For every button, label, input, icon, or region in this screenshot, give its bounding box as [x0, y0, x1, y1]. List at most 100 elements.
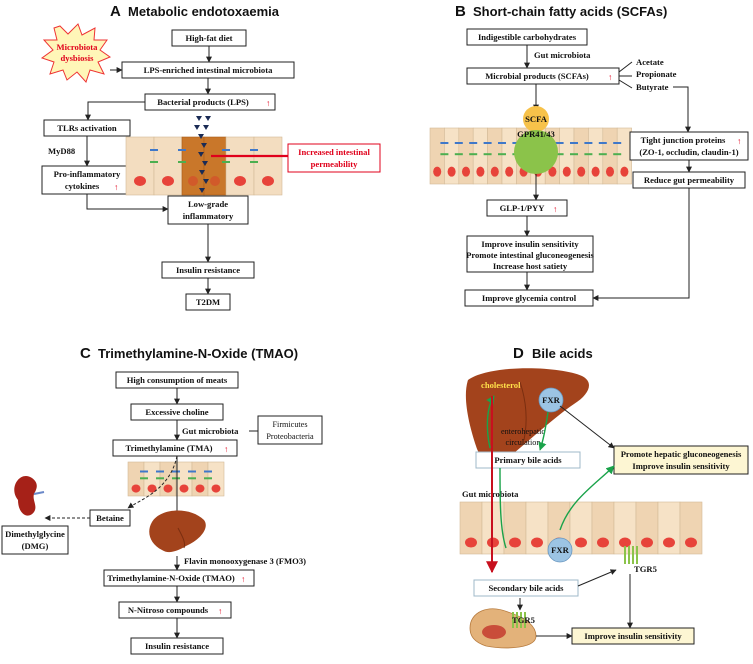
- indigestible-label: Indigestible carbohydrates: [478, 32, 577, 42]
- intestinal-epithelium-d: [459, 501, 703, 555]
- firmicutes-line1: Firmicutes: [272, 420, 307, 429]
- microbiota-dysbiosis-burst: Microbiota dysbiosis: [40, 23, 112, 83]
- t2dm-label: T2DM: [196, 297, 220, 307]
- tlrs-label: TLRs activation: [57, 123, 117, 133]
- low-grade-box: [167, 195, 249, 225]
- fxr-liver-circle: [538, 387, 564, 413]
- choline-label: Excessive choline: [145, 407, 208, 417]
- fxr-liver-label: FXR: [542, 395, 560, 405]
- promote-line1: Promote hepatic gluconeogenesis: [621, 449, 742, 459]
- nitroso-box: [118, 601, 232, 619]
- panel-c: C Trimethylamine-N-Oxide (TMAO) High con…: [1, 345, 323, 655]
- panel-d-title: Bile acids: [532, 346, 593, 361]
- gut-microbiota-c-label: Gut microbiota: [182, 426, 239, 436]
- improve-b-line2: Promote intestinal gluconeogenesis: [466, 250, 594, 260]
- enterohepatic-line2: circulation: [505, 438, 540, 447]
- panel-d: D Bile acids cholesterol FXR enterohepat…: [459, 345, 749, 649]
- promote-line2: Improve insulin sensitivity: [632, 461, 730, 471]
- tight-junction-box: [629, 131, 749, 161]
- panel-d-letter: D: [513, 345, 524, 362]
- myd88-label: MyD88: [48, 146, 76, 156]
- bacterial-products-label: Bacterial products (LPS): [157, 97, 249, 107]
- increased-permeability-line1: Increased intestinal: [298, 147, 370, 157]
- improve-d-box: [571, 627, 695, 645]
- up-arrow-icon: ↑: [266, 98, 270, 108]
- gpr-label: GPR41/43: [517, 129, 555, 139]
- cholesterol-label: cholesterol: [481, 380, 521, 390]
- glp-label: GLP-1/PYY: [500, 203, 546, 213]
- panel-b: B Short-chain fatty acids (SCFAs) Indige…: [429, 3, 749, 307]
- kidney-icon: [14, 476, 45, 516]
- glycemia-label: Improve glycemia control: [482, 293, 577, 303]
- up-arrow-icon: ↑: [114, 182, 118, 192]
- up-arrow-icon: ↑: [737, 136, 741, 146]
- dysbiosis-line2: dysbiosis: [61, 53, 95, 63]
- tmao-label: Trimethylamine-N-Oxide (TMAO): [107, 573, 235, 583]
- low-grade-line2: inflammatory: [183, 211, 234, 221]
- tma-box: [112, 439, 238, 457]
- low-grade-line1: Low-grade: [188, 199, 228, 209]
- gut-microbiota-d-label: Gut microbiota: [462, 489, 519, 499]
- scfa-label: SCFA: [525, 114, 548, 124]
- panel-c-letter: C: [80, 345, 91, 362]
- pro-inflammatory-line2: cytokines: [65, 181, 100, 191]
- enterohepatic-line1: enterohepatic: [501, 427, 545, 436]
- up-arrow-icon: ↑: [224, 444, 228, 454]
- up-arrow-icon: ↑: [553, 204, 557, 214]
- tma-label: Trimethylamine (TMA): [126, 443, 213, 453]
- intestinal-epithelium-c: [127, 461, 225, 497]
- fxr-gut-circle: [547, 537, 573, 563]
- dmg-line2: (DMG): [22, 541, 49, 551]
- insulin-resistance-c-box: [130, 637, 224, 655]
- increased-permeability-box: [287, 143, 381, 173]
- tight-junction-line2: (ZO-1, occludin, claudin-1): [639, 147, 738, 157]
- firmicutes-line2: Proteobacteria: [266, 432, 314, 441]
- butyrate-label: Butyrate: [636, 82, 669, 92]
- dysbiosis-line1: Microbiota: [57, 42, 99, 52]
- microbial-products-label: Microbial products (SCFAs): [485, 71, 589, 81]
- dmg-box: [1, 525, 69, 555]
- tgr5-receptor-icon: [624, 546, 638, 564]
- primary-bile-label: Primary bile acids: [494, 455, 562, 465]
- pro-inflammatory-line1: Pro-inflammatory: [54, 169, 121, 179]
- up-arrow-icon: ↑: [241, 574, 245, 584]
- secondary-bile-box: [473, 579, 579, 597]
- fmo3-label: Flavin monooxygenase 3 (FMO3): [184, 556, 306, 566]
- increased-permeability-line2: permeability: [311, 159, 358, 169]
- tmao-box: [103, 569, 255, 587]
- firmicutes-box: [257, 415, 323, 445]
- dmg-line1: Dimethylglycine: [5, 529, 65, 539]
- gut-microbiota-b-label: Gut microbiota: [534, 50, 591, 60]
- tight-junction-line1: Tight junction proteins: [641, 135, 726, 145]
- panel-a-letter: A: [110, 3, 121, 20]
- insulin-resistance-a-label: Insulin resistance: [176, 265, 240, 275]
- up-arrow-icon: ↑: [608, 72, 612, 82]
- panel-b-letter: B: [455, 3, 466, 20]
- panel-a-title: Metabolic endotoxaemia: [128, 4, 280, 19]
- secondary-bile-label: Secondary bile acids: [489, 583, 565, 593]
- lps-microbiota-label: LPS-enriched intestinal microbiota: [144, 65, 273, 75]
- pancreas-icon: [469, 608, 537, 649]
- tgr5-pancreas-label: TGR5: [512, 615, 535, 625]
- primary-bile-box: [475, 451, 581, 469]
- t2dm-box: [185, 293, 231, 311]
- scfa-circle: [523, 106, 549, 132]
- up-arrow-icon: ↑: [218, 606, 222, 616]
- improve-d-label: Improve insulin sensitivity: [584, 631, 682, 641]
- intestinal-epithelium-a: [125, 116, 283, 202]
- acetate-label: Acetate: [636, 57, 664, 67]
- fxr-gut-label: FXR: [551, 545, 569, 555]
- panel-b-title: Short-chain fatty acids (SCFAs): [473, 4, 667, 19]
- meats-label: High consumption of meats: [127, 375, 228, 385]
- reduce-perm-label: Reduce gut permeability: [644, 175, 735, 185]
- gpr-receptor: [514, 130, 558, 174]
- high-fat-label: High-fat diet: [185, 33, 232, 43]
- propionate-label: Propionate: [636, 69, 677, 79]
- tgr5-gut-label: TGR5: [634, 564, 657, 574]
- glycemia-box: [464, 289, 594, 307]
- panel-c-title: Trimethylamine-N-Oxide (TMAO): [98, 346, 298, 361]
- improve-b-line3: Increase host satiety: [493, 261, 568, 271]
- panel-a: A Metabolic endotoxaemia Microbiota dysb…: [40, 3, 381, 311]
- improve-b-box: [466, 235, 594, 273]
